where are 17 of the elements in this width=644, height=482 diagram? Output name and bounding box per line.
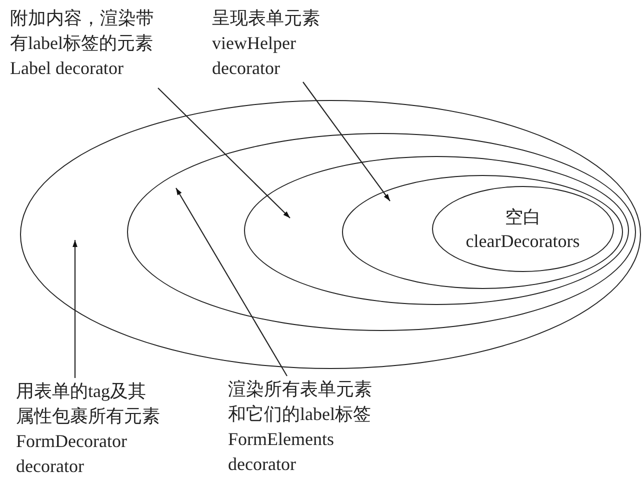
annotation-text: 呈现表单元素 (212, 7, 321, 30)
annotation-text: 附加内容，渲染带有label标签的元素 (10, 7, 155, 55)
ring-ellipse (342, 175, 624, 290)
arrow (302, 82, 390, 202)
annotation-text: Label decorator (10, 57, 124, 80)
ring-ellipse (126, 132, 636, 331)
annotation-text: FormDecorator decorator (16, 430, 128, 478)
arrow (72, 240, 78, 378)
inner-ellipse: 空白 clearDecorators (432, 186, 614, 272)
annotation-text: 渲染所有表单元素和它们的label标签 (228, 378, 373, 426)
ring-ellipse (20, 100, 641, 369)
ring-ellipse (244, 156, 630, 306)
arrow (158, 88, 290, 218)
annotation-text: 用表单的tag及其属性包裹所有元素 (16, 380, 161, 428)
arrow (176, 188, 288, 376)
annotation-text: FormElements decorator (228, 428, 335, 476)
annotation-text: viewHelper decorator (212, 32, 297, 80)
